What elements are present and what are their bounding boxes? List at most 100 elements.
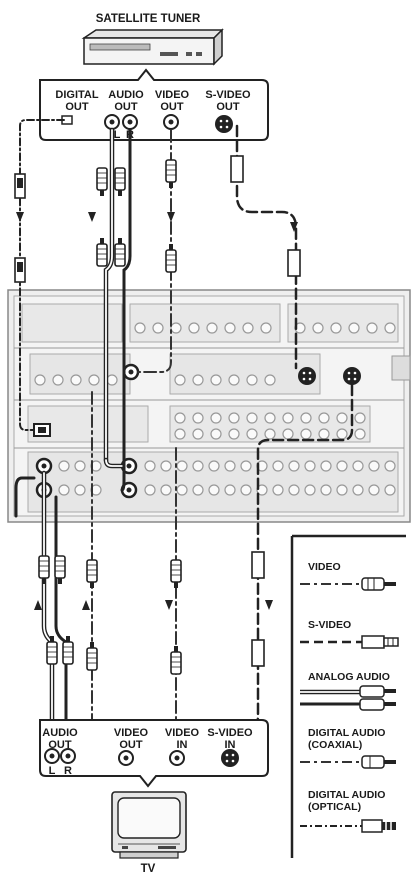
sat-left-label: L xyxy=(114,129,121,141)
sat-video-out-label-1: VIDEO xyxy=(155,89,190,101)
panel-jack xyxy=(210,412,222,424)
tv-svideo-in-label-2: IN xyxy=(225,739,236,751)
panel-jack xyxy=(264,412,276,424)
panel-jack xyxy=(368,484,380,496)
arrow-down-icon xyxy=(16,212,24,222)
panel-jack xyxy=(210,374,222,386)
panel-jack xyxy=(74,460,86,472)
receiver-jack-array xyxy=(34,322,396,496)
panel-jack xyxy=(260,322,272,334)
receiver-monitor-svideo-out xyxy=(343,367,361,385)
panel-jack xyxy=(256,484,268,496)
tv-svideo-in-label-1: S-VIDEO xyxy=(207,727,253,739)
tv-audio-cable-r xyxy=(54,495,68,747)
satellite-output-panel xyxy=(39,68,269,141)
panel-jack xyxy=(58,460,70,472)
cable-legend: VIDEO S-VIDEO ANALOG AUDIO DIGITAL AUDIO… xyxy=(290,534,406,858)
tv: AUDIO OUT VIDEO OUT VIDEO IN S-VIDEO IN … xyxy=(39,719,269,875)
panel-jack xyxy=(208,460,220,472)
panel-jack xyxy=(224,322,236,334)
panel-jack xyxy=(160,460,172,472)
panel-jack xyxy=(192,428,204,440)
sat-svideo-out-label-1: S-VIDEO xyxy=(205,89,251,101)
panel-jack xyxy=(304,484,316,496)
panel-jack xyxy=(318,428,330,440)
rca-plug xyxy=(114,243,126,267)
panel-jack xyxy=(352,484,364,496)
legend-digital-optical-label-2: (OPTICAL) xyxy=(308,801,361,813)
panel-jack xyxy=(264,428,276,440)
legend-video-label: VIDEO xyxy=(308,561,341,573)
sat-video-out-label-2: OUT xyxy=(160,101,184,113)
panel-jack xyxy=(192,460,204,472)
panel-jack xyxy=(192,412,204,424)
legend-svideo-sample xyxy=(300,635,399,649)
rca-plug xyxy=(54,555,66,579)
panel-jack xyxy=(320,484,332,496)
rca-plug xyxy=(96,167,108,191)
rca-plug xyxy=(114,167,126,191)
panel-jack xyxy=(246,374,258,386)
rca-plug xyxy=(170,559,182,583)
panel-jack xyxy=(366,322,378,334)
panel-jack xyxy=(144,460,156,472)
panel-jack xyxy=(208,484,220,496)
panel-jack xyxy=(52,374,64,386)
legend-analog-audio-label: ANALOG AUDIO xyxy=(308,671,390,683)
panel-jack xyxy=(240,484,252,496)
panel-jack xyxy=(192,484,204,496)
arrow-down-icon xyxy=(165,600,173,610)
panel-jack xyxy=(174,412,186,424)
panel-jack xyxy=(74,484,86,496)
sat-svideo-jack xyxy=(215,115,233,133)
panel-jack xyxy=(330,322,342,334)
arrow-down-icon xyxy=(265,600,273,610)
panel-jack xyxy=(300,412,312,424)
receiver-connections xyxy=(33,363,361,499)
panel-jack xyxy=(264,374,276,386)
panel-jack xyxy=(228,412,240,424)
panel-jack xyxy=(384,322,396,334)
legend-digital-coax-sample xyxy=(300,755,396,769)
rca-plug xyxy=(62,641,74,665)
sat-digital-out-label-2: OUT xyxy=(65,101,89,113)
arrow-up-icon xyxy=(34,600,42,610)
legend-svideo-label: S-VIDEO xyxy=(308,619,351,631)
rca-plug xyxy=(165,159,177,183)
panel-jack xyxy=(246,412,258,424)
sat-svideo-out-label-2: OUT xyxy=(216,101,240,113)
panel-jack xyxy=(210,428,222,440)
legend-analog-audio-sample xyxy=(300,685,396,711)
panel-jack xyxy=(224,484,236,496)
panel-jack xyxy=(246,428,258,440)
legend-digital-coax-label-2: (COAXIAL) xyxy=(308,739,362,751)
legend-digital-optical-label-1: DIGITAL AUDIO xyxy=(308,789,385,801)
tv-audio-out-label-2: OUT xyxy=(48,739,72,751)
tv-icon xyxy=(111,791,187,859)
panel-jack xyxy=(152,322,164,334)
panel-jack xyxy=(176,484,188,496)
tv-video-in-label-1: VIDEO xyxy=(165,727,200,739)
panel-jack xyxy=(282,428,294,440)
direction-arrows xyxy=(16,212,298,610)
legend-digital-coax-label-1: DIGITAL AUDIO xyxy=(308,727,385,739)
panel-jack xyxy=(352,460,364,472)
panel-jack xyxy=(144,484,156,496)
panel-jack xyxy=(272,484,284,496)
panel-jack xyxy=(170,322,182,334)
panel-jack xyxy=(282,412,294,424)
tv-video-in-label-2: IN xyxy=(177,739,188,751)
sat-audio-out-label-2: OUT xyxy=(114,101,138,113)
svideo-plug xyxy=(230,155,244,183)
panel-jack xyxy=(206,322,218,334)
panel-jack xyxy=(242,322,254,334)
receiver-sat-svideo-in xyxy=(298,367,316,385)
panel-jack xyxy=(174,428,186,440)
tv-video-out-label-2: OUT xyxy=(119,739,143,751)
panel-jack xyxy=(228,428,240,440)
arrow-down-icon xyxy=(88,212,96,222)
panel-jack xyxy=(336,428,348,440)
satellite-tuner-title: SATELLITE TUNER xyxy=(96,13,201,25)
panel-jack xyxy=(336,484,348,496)
